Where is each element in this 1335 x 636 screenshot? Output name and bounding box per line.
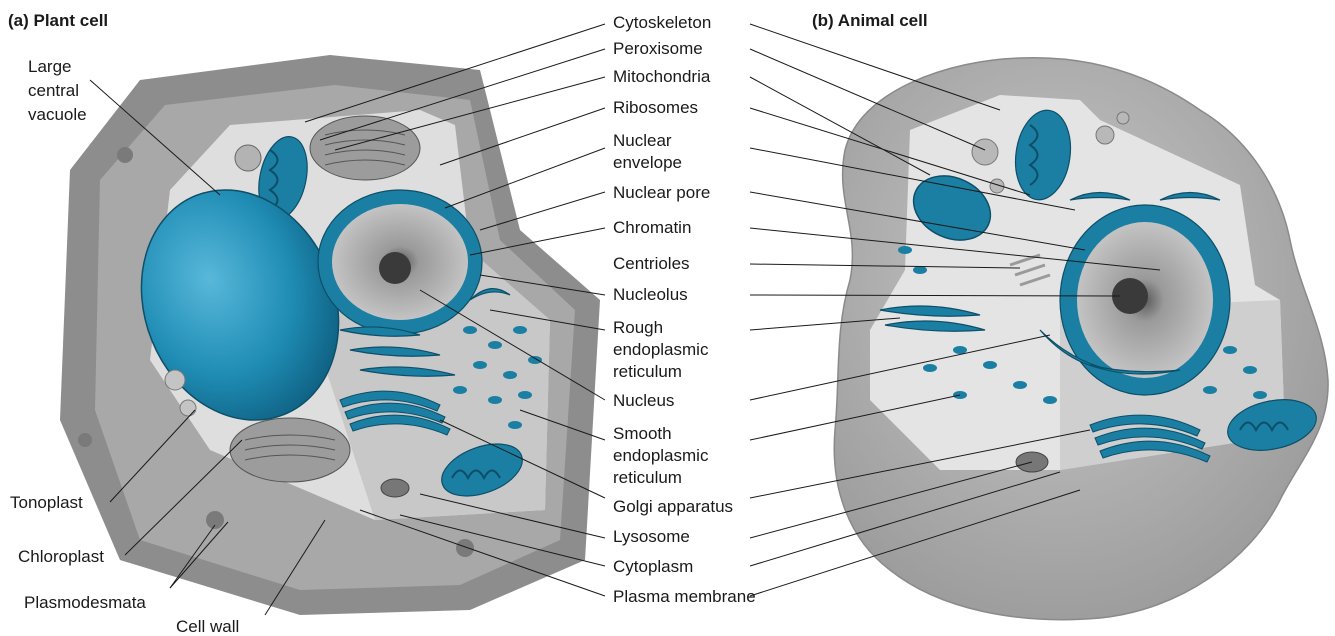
label-cytoskeleton: Cytoskeleton: [613, 13, 711, 32]
label-cytoplasm: Cytoplasm: [613, 557, 693, 576]
label-rough-er-1: Rough: [613, 318, 663, 337]
label-nuclear-envelope-2: envelope: [613, 153, 682, 172]
label-rough-er-3: reticulum: [613, 362, 682, 381]
plant-lysosome: [381, 479, 409, 497]
label-plasma-membrane: Plasma membrane: [613, 587, 756, 606]
label-cell-wall: Cell wall: [176, 617, 239, 636]
center-label-column: Cytoskeleton Peroxisome Mitochondria Rib…: [613, 13, 756, 606]
label-ribosomes: Ribosomes: [613, 98, 698, 117]
label-tonoplast: Tonoplast: [10, 493, 83, 512]
label-peroxisome: Peroxisome: [613, 39, 703, 58]
label-smooth-er-1: Smooth: [613, 424, 672, 443]
label-plasmodesmata: Plasmodesmata: [24, 593, 146, 612]
label-chromatin: Chromatin: [613, 218, 691, 237]
label-centrioles: Centrioles: [613, 254, 690, 273]
label-nuclear-pore: Nuclear pore: [613, 183, 710, 202]
animal-cell: [834, 58, 1328, 620]
label-smooth-er-2: endoplasmic: [613, 446, 709, 465]
label-mitochondria: Mitochondria: [613, 67, 711, 86]
label-nucleolus: Nucleolus: [613, 285, 688, 304]
plant-nucleolus: [379, 252, 411, 284]
label-smooth-er-3: reticulum: [613, 468, 682, 487]
label-golgi: Golgi apparatus: [613, 497, 733, 516]
label-vacuole-3: vacuole: [28, 105, 87, 124]
label-rough-er-2: endoplasmic: [613, 340, 709, 359]
label-vacuole-2: central: [28, 81, 79, 100]
animal-cell-title: (b) Animal cell: [812, 11, 928, 30]
label-vacuole-1: Large: [28, 57, 71, 76]
label-lysosome: Lysosome: [613, 527, 690, 546]
plant-cell: [60, 55, 600, 615]
label-chloroplast: Chloroplast: [18, 547, 104, 566]
plant-chloroplast-bottom: [230, 418, 350, 482]
label-nucleus: Nucleus: [613, 391, 674, 410]
plant-cell-title: (a) Plant cell: [8, 11, 108, 30]
label-nuclear-envelope-1: Nuclear: [613, 131, 672, 150]
plant-peroxisome: [235, 145, 261, 171]
